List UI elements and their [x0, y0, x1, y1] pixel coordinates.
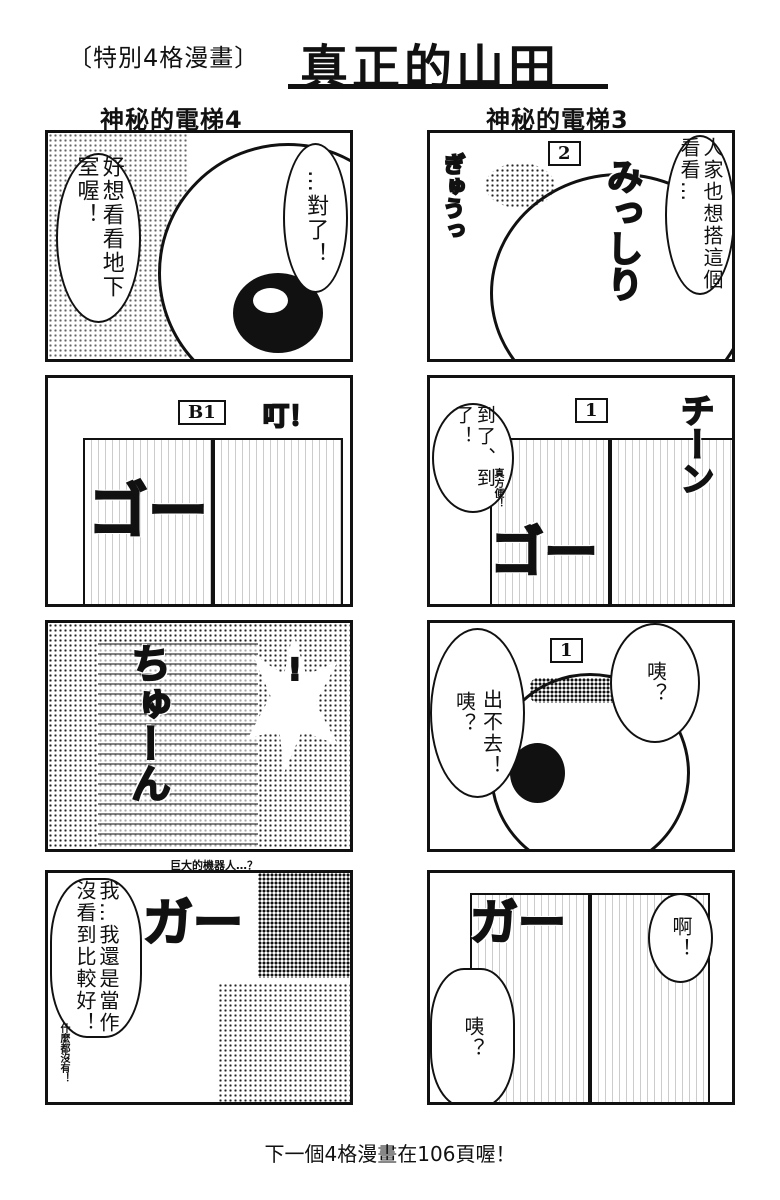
sfx-misshiri: みっしり — [600, 157, 643, 303]
sfx-go: ゴー — [489, 520, 599, 585]
footer-note: 下一個4格漫畫在106頁喔！ — [264, 1142, 516, 1166]
panel-4-4: 我…我還是當作沒看到比較好！ 什麼都沒有！ ガー — [45, 870, 353, 1105]
sfx-ga: ガー — [142, 893, 244, 953]
floor-sign: 2 — [548, 141, 581, 166]
panel-4-1: 好想看看地下室喔！ …對了！ — [45, 130, 353, 362]
speech-bubble: 我…我還是當作沒看到比較好！ — [50, 878, 142, 1038]
strip-title-3: 神秘的電梯3 — [486, 106, 629, 134]
panel-3-3: 1 咦？ 出不去！ 咦？ — [427, 620, 735, 852]
speech-bubble: 咦？ — [610, 623, 700, 743]
caption: 巨大的機器人…？ — [170, 859, 258, 872]
speech-bubble: 啊！ — [648, 893, 713, 983]
sfx-ding: 叮！ — [262, 401, 316, 433]
sfx-ga: ガー — [469, 894, 567, 952]
speech-bubble: 咦？ — [430, 968, 515, 1102]
speech-bubble: 人家也想搭這個看看… — [665, 135, 732, 295]
title-underline — [288, 84, 608, 89]
sfx-go: ゴー — [87, 476, 209, 548]
small-text: 什麼都沒有！ — [58, 1023, 69, 1083]
floor-sign: B1 — [178, 400, 226, 425]
floor-sign: 1 — [575, 398, 608, 423]
floor-sign: 1 — [550, 638, 583, 663]
strip-title-4: 神秘的電梯4 — [100, 106, 243, 134]
panel-3-2: 1 到了、到了！ 真方便！ チーン ゴー — [427, 375, 735, 607]
sfx-gyu: ぎゅうっ — [438, 152, 465, 242]
speech-bubble: 到了、到了！ — [432, 403, 514, 513]
panel-3-1: 2 ぎゅうっ みっしり 人家也想搭這個看看… — [427, 130, 735, 362]
sfx-chun: ちゅーん — [123, 642, 171, 804]
exclaim: ! — [287, 652, 303, 689]
speech-bubble: 咦？ 出不去！ — [430, 628, 525, 798]
speech-bubble: 好想看看地下室喔！ — [56, 153, 141, 323]
panel-4-2: B1 叮！ ゴー — [45, 375, 353, 607]
small-text: 真方便！ — [492, 468, 503, 508]
speech-bubble: …對了！ — [283, 143, 348, 293]
panel-3-4: ガー 啊！ 咦？ — [427, 870, 735, 1105]
panel-4-3: ! ちゅーん — [45, 620, 353, 852]
series-subtitle: 〔特別4格漫畫〕 — [68, 44, 260, 72]
sfx-chin: チーン — [673, 392, 715, 496]
